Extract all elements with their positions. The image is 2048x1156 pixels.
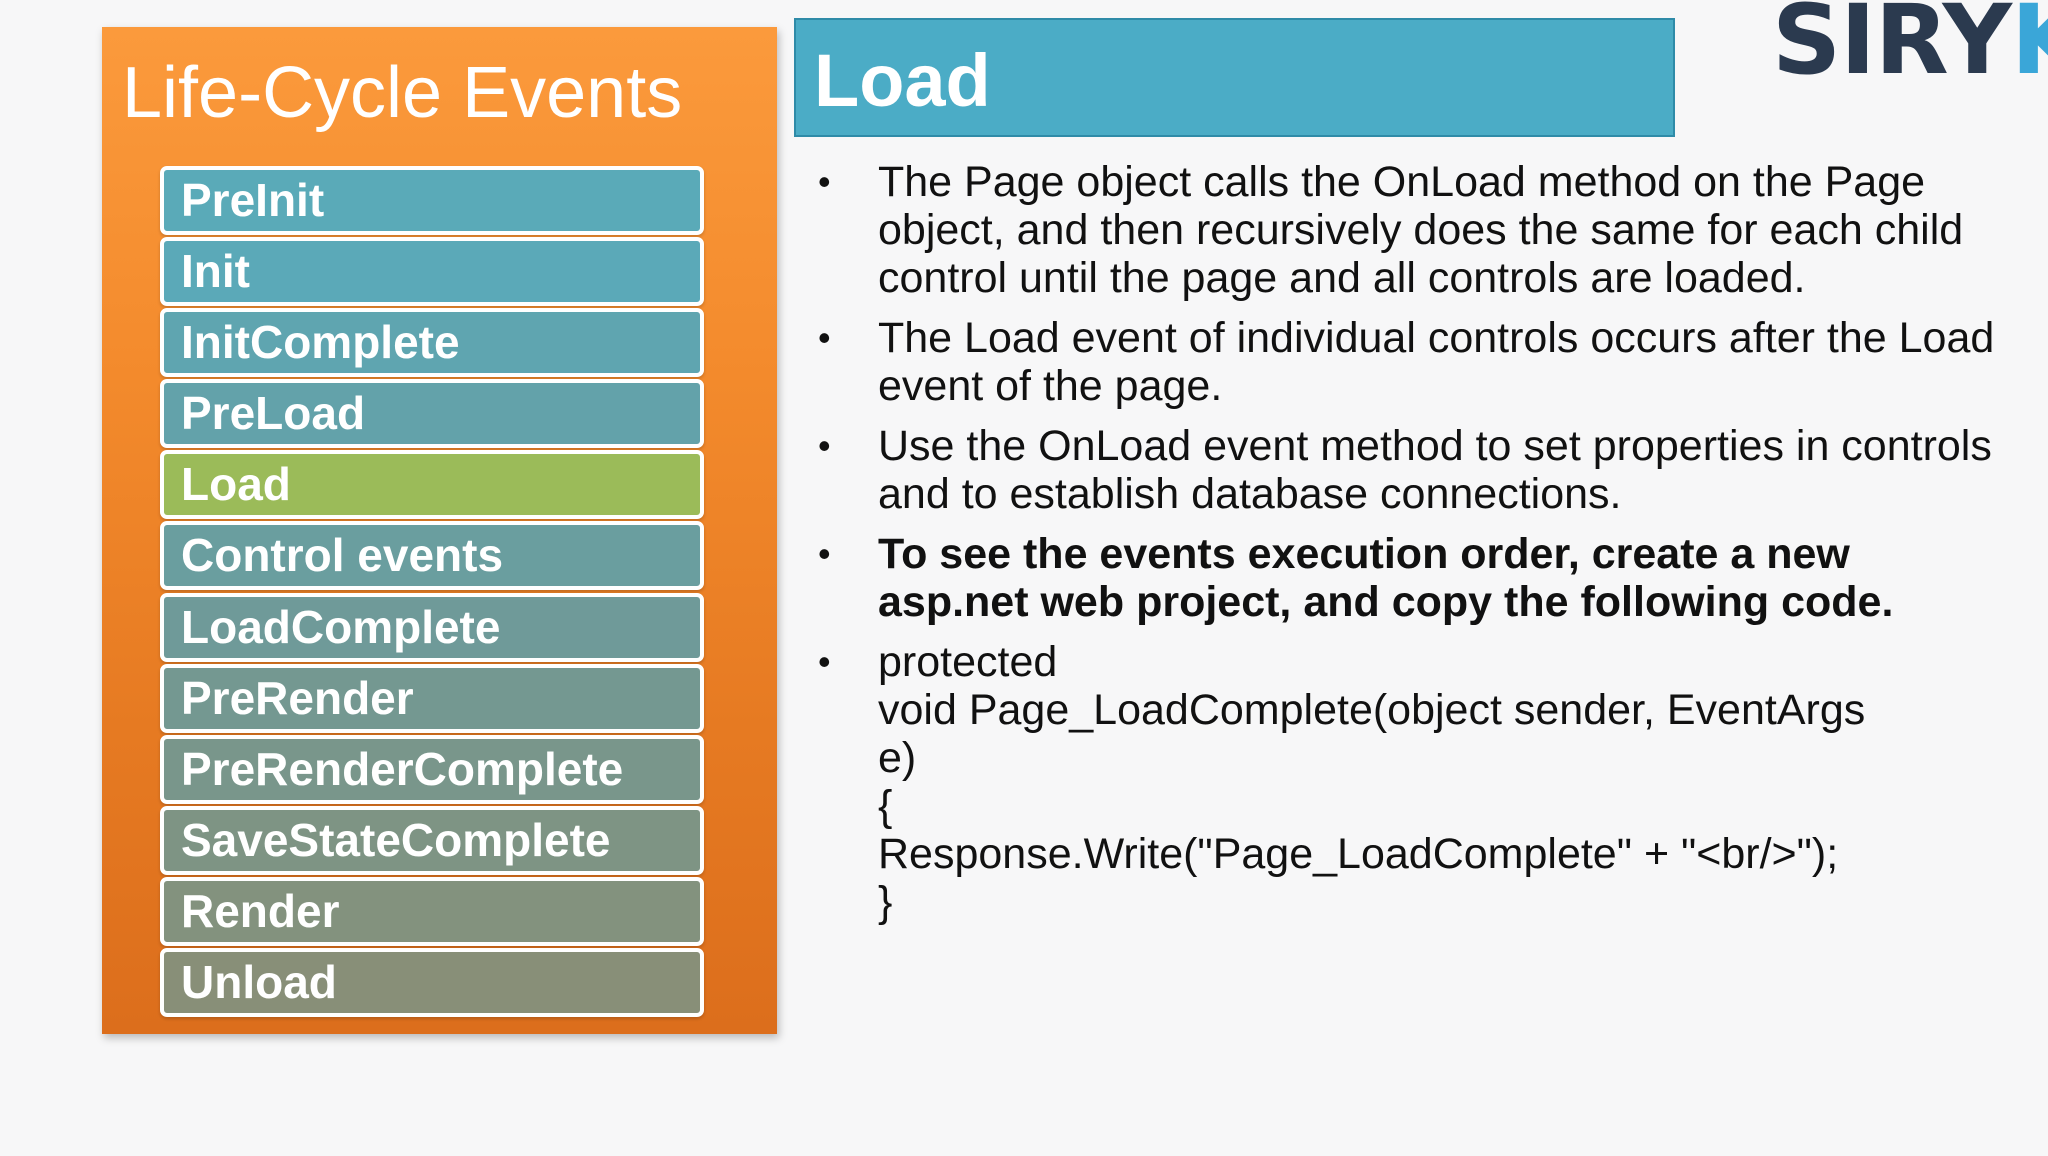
code-line: protected	[878, 638, 1058, 686]
event-item: Unload	[160, 948, 704, 1018]
bullet-dot: •	[818, 161, 831, 202]
bullet-dot: •	[818, 425, 831, 466]
code-line: void Page_LoadComplete(object sender, Ev…	[878, 686, 1866, 734]
bullet-list: • The Page object calls the OnLoad method…	[818, 158, 1998, 938]
bullet-text: The Page object calls the OnLoad method …	[878, 158, 1964, 302]
bullet-item: • The Load event of individual controls o…	[818, 314, 1998, 410]
brand-logo: SIRYKT	[1772, 0, 2048, 88]
bullet-dot: •	[818, 317, 831, 358]
logo-text-part1: SIRY	[1772, 0, 2012, 96]
bullet-text: Use the OnLoad event method to set prope…	[878, 422, 1992, 518]
event-item: Render	[160, 876, 704, 946]
event-item: PreRender	[160, 663, 704, 733]
code-line: e)	[878, 734, 917, 782]
event-item: Control events	[160, 521, 704, 591]
event-item: Init	[160, 237, 704, 307]
title-banner: Load	[794, 18, 1675, 137]
slide-title: Load	[814, 39, 991, 122]
code-line: }	[878, 878, 893, 926]
bullet-dot: •	[818, 533, 831, 574]
event-item: SaveStateComplete	[160, 805, 704, 875]
code-line: Response.Write("Page_LoadComplete" + "<b…	[878, 830, 1839, 878]
panel-title: Life-Cycle Events	[122, 53, 683, 133]
event-item: PreRenderComplete	[160, 734, 704, 804]
bullet-item: • The Page object calls the OnLoad method…	[818, 158, 1998, 302]
bullet-item: • Use the OnLoad event method to set prop…	[818, 422, 1998, 518]
event-item: PreInit	[160, 166, 704, 235]
event-item: InitComplete	[160, 308, 704, 378]
bullet-dot: •	[818, 641, 831, 682]
code-line: {	[878, 782, 893, 830]
event-item: LoadComplete	[160, 592, 704, 662]
bullet-item: • To see the events execution order, crea…	[818, 530, 1998, 626]
bullet-text: To see the events execution order, creat…	[878, 530, 1894, 626]
event-item: Load	[160, 450, 704, 520]
logo-text-part2: KT	[2011, 0, 2048, 96]
bullet-text: The Load event of individual controls oc…	[878, 314, 1995, 410]
event-item: PreLoad	[160, 379, 704, 449]
